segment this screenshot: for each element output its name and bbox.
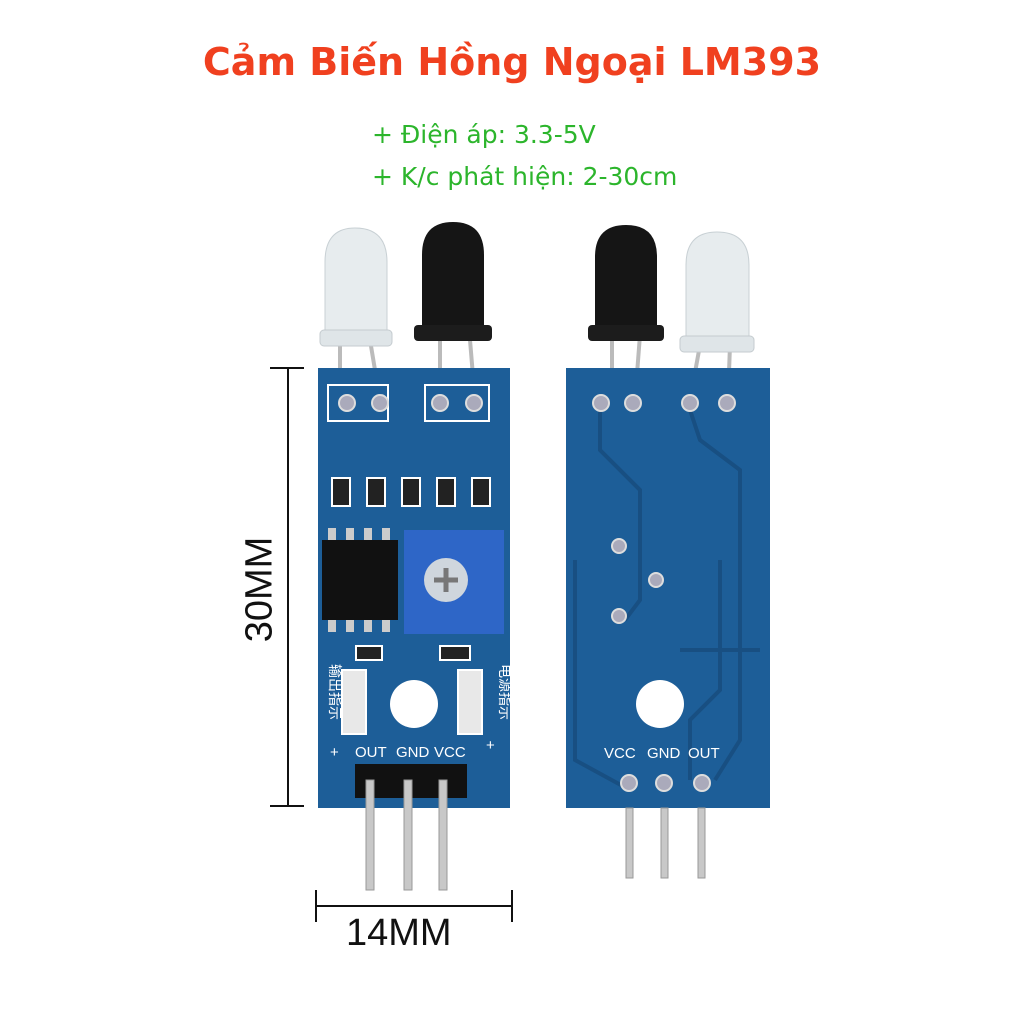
back-board: VCC GND OUT xyxy=(566,225,770,879)
front-board: 输出指示 电源指示 + + OUT GND VCC xyxy=(318,222,512,891)
spec-detection-distance: + K/c phát hiện: 2-30cm xyxy=(372,162,678,191)
svg-text:+: + xyxy=(486,737,495,754)
ir-receiver-led-black-back xyxy=(588,225,664,401)
front-pin-label-gnd: GND xyxy=(396,744,430,761)
width-dimension-label: 14MM xyxy=(346,912,452,954)
back-pin-label-out: OUT xyxy=(688,745,720,762)
lm393-chip xyxy=(322,528,398,632)
back-pin-label-gnd: GND xyxy=(647,745,681,762)
svg-text:+: + xyxy=(330,744,339,761)
height-dimension-label: 30MM xyxy=(238,536,281,643)
potentiometer xyxy=(404,530,504,634)
front-pin-label-vcc: VCC xyxy=(434,744,466,761)
power-indicator-label: 电源指示 xyxy=(496,664,512,720)
front-pin-label-out: OUT xyxy=(355,744,387,761)
back-pin-label-vcc: VCC xyxy=(604,745,636,762)
height-dimension-line xyxy=(270,367,304,807)
product-title: Cảm Biến Hồng Ngoại LM393 xyxy=(202,40,822,84)
width-dimension-line xyxy=(315,890,513,922)
spec-voltage: + Điện áp: 3.3-5V xyxy=(372,120,596,149)
output-indicator-label: 输出指示 xyxy=(326,664,342,720)
